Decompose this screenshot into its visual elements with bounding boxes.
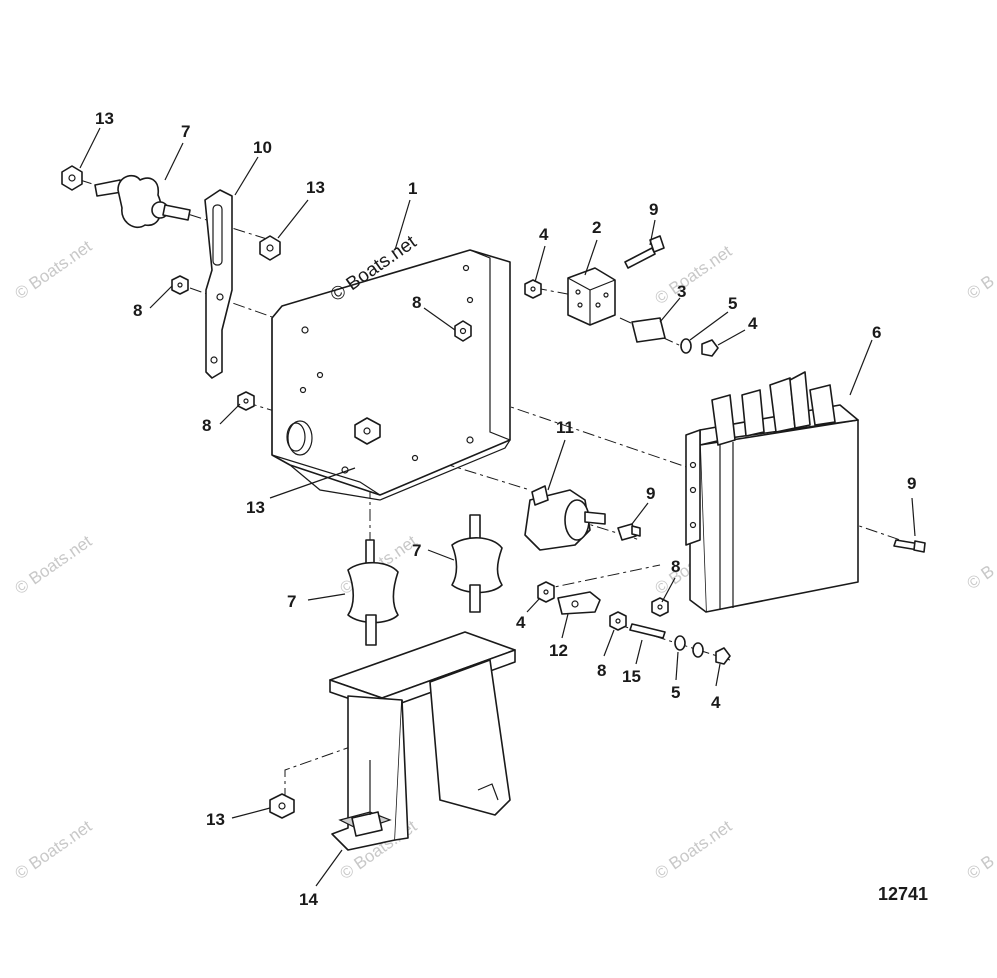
callout-5: 5 [671,683,680,702]
screws-and-spacers [617,235,926,665]
cooling-fins [711,371,836,610]
callout-12: 12 [549,641,568,660]
mounting-bracket-plate [271,249,511,501]
isolator-mount-right [451,514,503,613]
callout-4: 4 [748,314,758,333]
slotted-strap [204,189,233,379]
hex-nuts [171,235,669,819]
callout-9: 9 [646,484,655,503]
isolator-mount-left [347,539,399,646]
callout-8: 8 [671,557,680,576]
callout-4: 4 [516,613,526,632]
watermark-edge: © B [963,851,997,883]
callout-leaders [79,127,916,887]
callout-13: 13 [246,498,265,517]
callout-4: 4 [711,693,721,712]
callout-10: 10 [253,138,272,157]
watermark: © Boats.net [651,816,735,883]
support-stand [329,631,516,851]
callout-4: 4 [539,225,549,244]
angle-bracket [567,267,616,326]
callout-13: 13 [95,109,114,128]
callout-7: 7 [412,541,421,560]
watermark: © Boats.net [11,236,95,303]
callout-8: 8 [133,301,142,320]
callout-8: 8 [202,416,211,435]
electronic-control-module [685,371,859,613]
callout-13: 13 [206,810,225,829]
watermark-edge: © B [963,561,997,593]
watermark-edge: © B [963,271,997,303]
callout-13: 13 [306,178,325,197]
callout-6: 6 [872,323,881,342]
callout-8: 8 [412,293,421,312]
isolator-mount-top [61,165,191,229]
watermark: © Boats.net [651,241,735,308]
callout-9: 9 [649,200,658,219]
callout-2: 2 [592,218,601,237]
callout-5: 5 [728,294,737,313]
canister [524,485,606,551]
callout-7: 7 [181,122,190,141]
callout-11: 11 [556,418,574,437]
figure-number: 12741 [878,884,928,904]
clip [557,591,601,615]
callout-labels: 13 7 10 13 1 8 8 8 13 4 2 9 3 5 4 6 9 11… [95,109,916,909]
callout-9: 9 [907,474,916,493]
callout-7: 7 [287,592,296,611]
watermark: © Boats.net [11,816,95,883]
callout-8: 8 [597,661,606,680]
watermark: © Boats.net [11,531,95,598]
callout-3: 3 [677,282,686,301]
callout-15: 15 [622,667,641,686]
callout-14: 14 [299,890,318,909]
callout-1: 1 [408,179,417,198]
